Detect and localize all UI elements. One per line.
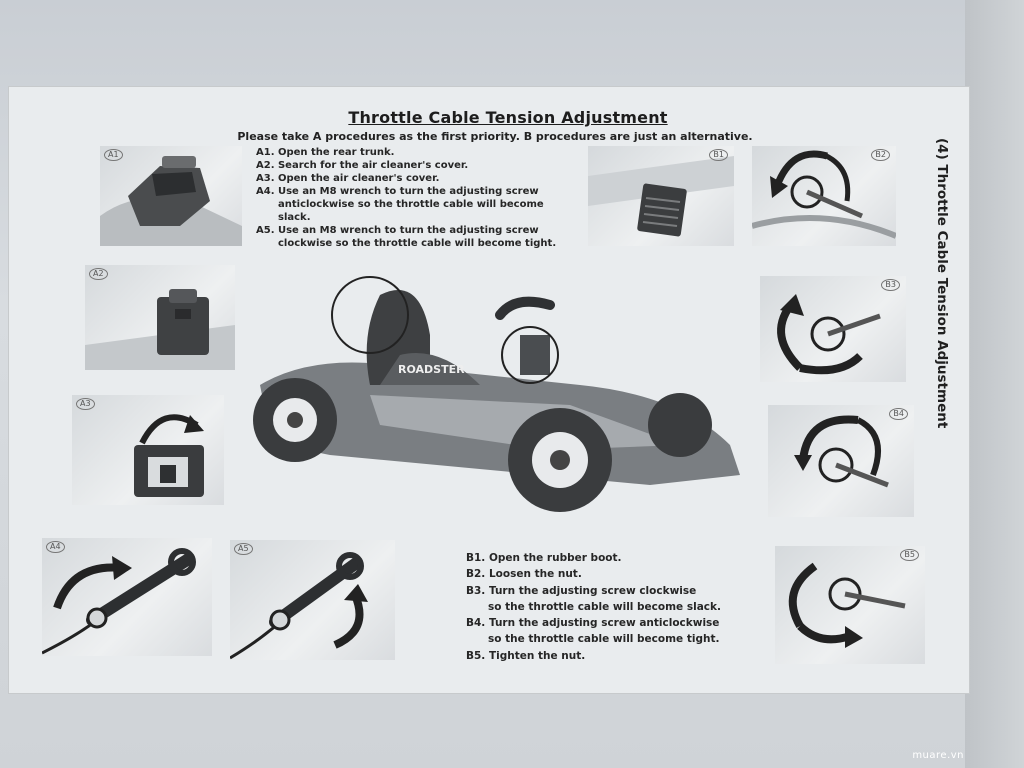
step-a4-cont: anticlockwise so the throttle cable will… [278,199,544,210]
open-cover-illustration [134,414,204,497]
panel-label-b5: B5 [900,549,919,561]
panel-a1: A1 [100,146,242,246]
panel-a3: A3 [72,395,224,505]
rubber-boot-illustration [588,156,734,237]
b-procedure-list: B1. Open the rubber boot. B2. Loosen the… [466,550,786,664]
wrench-anticlockwise-illustration [42,548,196,655]
side-section-title: (4) Throttle Cable Tension Adjustment [934,138,950,429]
step-b3: B3. Turn the adjusting screw clockwise [466,584,697,597]
panel-label-a2: A2 [89,268,108,280]
step-a2: A2. Search for the air cleaner's cover. [256,160,469,171]
panel-label-a1: A1 [104,149,123,161]
watermark: muare.vn [912,750,964,761]
step-b1: B1. Open the rubber boot. [466,552,622,564]
step-b4-cont: so the throttle cable will become tight. [488,633,720,646]
loosen-nut-illustration [752,150,896,239]
air-cleaner-illustration [85,289,235,370]
trunk-illustration [100,156,242,246]
panel-label-b4: B4 [889,408,908,420]
panel-b3: B3 [760,276,906,382]
panel-b5: B5 [775,546,925,664]
step-a1: A1. Open the rear trunk. [256,147,395,158]
panel-label-b2: B2 [871,149,890,161]
step-b3-cont: so the throttle cable will become slack. [488,600,721,613]
panel-label-b1: B1 [709,149,728,161]
step-a4: A4. Use an M8 wrench to turn the adjusti… [256,186,539,197]
panel-label-a3: A3 [76,398,95,410]
kart-decal: ROADSTER [398,363,465,376]
screw-clockwise-illustration [777,294,881,375]
panel-b1: B1 [588,146,734,246]
go-kart-illustration: ROADSTER [250,275,750,525]
panel-b2: B2 [752,146,896,246]
panel-label-b3: B3 [881,279,900,291]
a-procedure-list: A1. Open the rear trunk. A2. Search for … [256,146,596,250]
page-subtitle: Please take A procedures as the first pr… [237,130,753,143]
panel-a5: A5 [230,540,395,660]
tighten-nut-illustration [788,562,906,648]
panel-a4: A4 [42,538,212,656]
wrench-clockwise-illustration [230,552,368,660]
step-b2: B2. Loosen the nut. [466,568,582,581]
panel-a2: A2 [85,265,235,370]
step-b4: B4. Turn the adjusting screw anticlockwi… [466,617,720,630]
panel-label-a5: A5 [234,543,253,555]
panel-b4: B4 [768,405,914,517]
step-a3: A3. Open the air cleaner's cover. [256,173,440,184]
book-edge [965,0,1024,768]
page-title: Throttle Cable Tension Adjustment [348,108,668,127]
step-a5: A5. Use an M8 wrench to turn the adjusti… [256,225,539,236]
step-a5-cont: clockwise so the throttle cable will bec… [278,238,557,249]
panel-label-a4: A4 [46,541,65,553]
step-a4-cont2: slack. [278,212,311,223]
step-b5: B5. Tighten the nut. [466,649,586,662]
screw-anticlockwise-illustration [794,415,889,488]
